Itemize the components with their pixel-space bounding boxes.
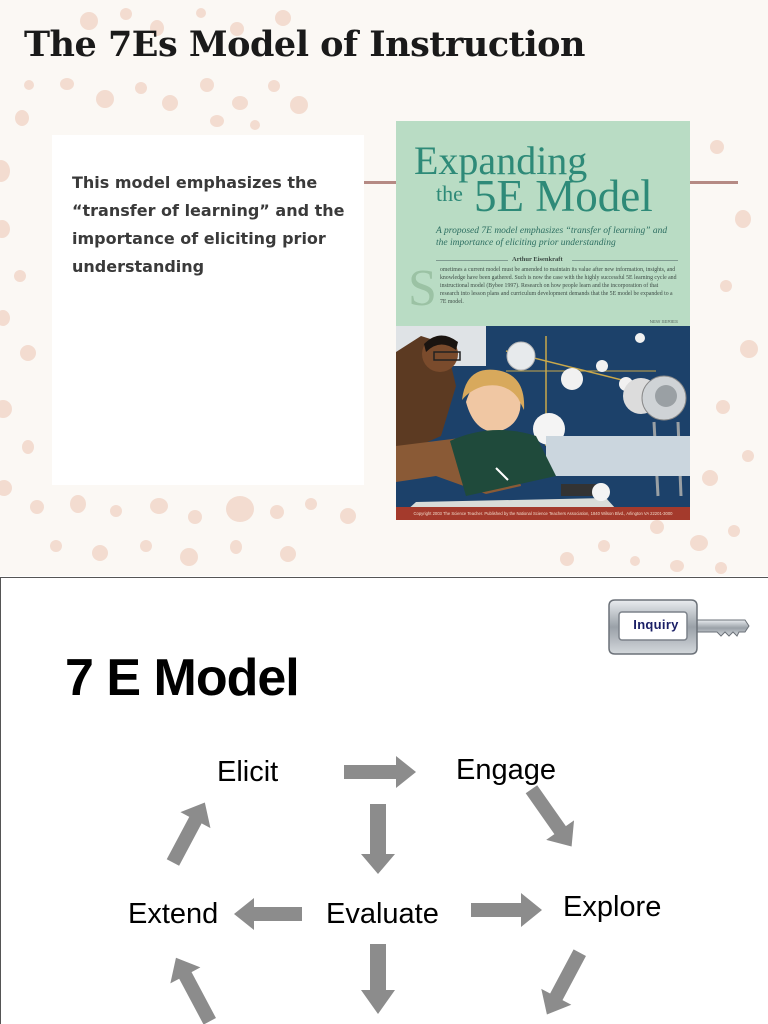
arrow-icon (166, 802, 211, 866)
slide-title: The 7Es Model of Instruction (24, 24, 585, 65)
stage-extend: Extend (128, 898, 219, 930)
arrow-icon (361, 944, 395, 1014)
arrow-icon (361, 804, 395, 874)
arrow-icon (541, 949, 586, 1015)
magazine-cover: Expanding the 5E Model A proposed 7E mod… (396, 121, 690, 520)
cover-headline-the: the (436, 181, 463, 206)
slide-7es-model: The 7Es Model of Instruction This model … (0, 0, 768, 576)
arrow-icon (234, 898, 302, 930)
description-text: This model emphasizes the “transfer of l… (72, 173, 345, 276)
description-box: This model emphasizes the “transfer of l… (52, 135, 364, 485)
cover-tag: NEW SERIES (649, 319, 678, 324)
arrow-icon (170, 957, 216, 1024)
arrow-icon (471, 893, 542, 927)
badge-label: Inquiry (633, 617, 679, 632)
cover-photo-students (396, 326, 690, 520)
cover-dropcap: S (408, 260, 437, 317)
cycle-arrows (166, 756, 586, 1024)
cover-headline-5e: 5E Model (474, 171, 653, 221)
inquiry-key-badge: Inquiry (607, 596, 751, 658)
connector-line-left (364, 181, 398, 184)
cover-subtitle: A proposed 7E model emphasizes “transfer… (436, 226, 668, 248)
cover-author: Arthur Eisenkraft (512, 256, 563, 263)
stage-evaluate: Evaluate (326, 898, 439, 930)
cover-headline-line1: Expanding (414, 138, 588, 183)
key-icon (608, 599, 750, 655)
cover-footer: Copyright 2003 The Science Teacher. Publ… (396, 507, 690, 520)
cover-body-text: ometimes a current model must be amended… (440, 267, 677, 305)
stage-explore: Explore (563, 891, 662, 923)
slide-7e-cycle: Inquiry 7 E Model (0, 577, 768, 1024)
arrow-icon (525, 785, 575, 847)
arrow-icon (344, 756, 416, 788)
cover-rule-right (572, 260, 678, 261)
slide-title: 7 E Model (65, 649, 300, 707)
connector-line-right (690, 181, 738, 184)
cover-rule-left (436, 260, 508, 261)
stage-engage: Engage (456, 754, 556, 786)
stage-elicit: Elicit (217, 756, 279, 788)
